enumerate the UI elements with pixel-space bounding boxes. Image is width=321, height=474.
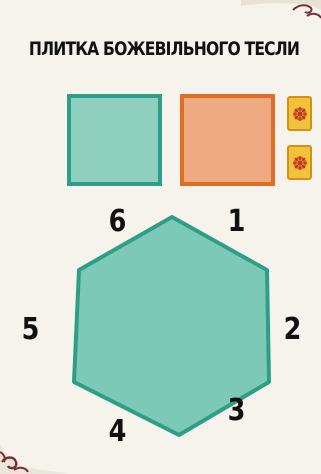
edge-label-2: 2 (284, 315, 302, 345)
edge-label-4: 4 (109, 417, 127, 447)
edge-label-6: 6 (109, 207, 127, 237)
edge-label-3: 3 (228, 396, 246, 426)
edge-label-1: 1 (228, 207, 246, 237)
edge-label-5: 5 (22, 315, 40, 345)
